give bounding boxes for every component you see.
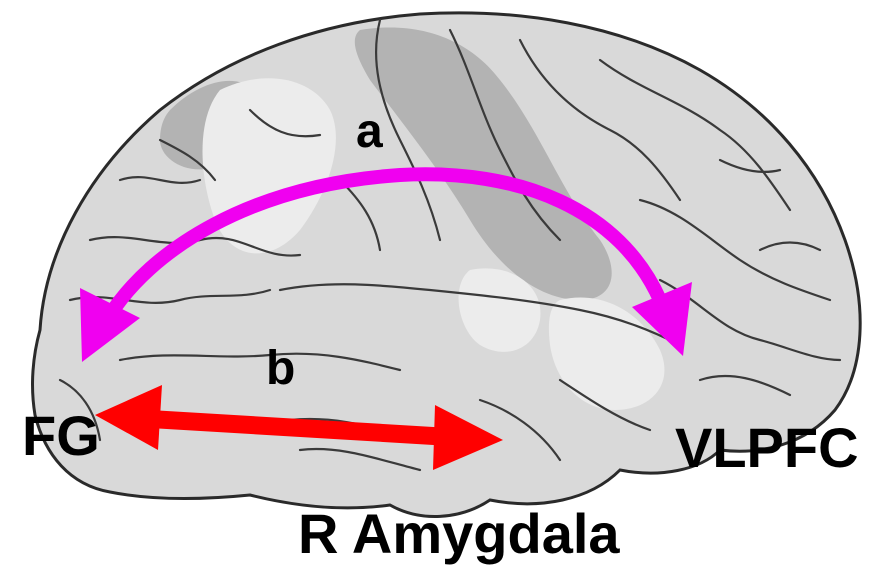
fg-label: FG bbox=[22, 408, 100, 464]
arrow-b-label: b bbox=[266, 345, 295, 393]
arrow-a-label: a bbox=[356, 108, 383, 156]
r-amygdala-label: R Amygdala bbox=[298, 506, 620, 562]
vlpfc-label: VLPFC bbox=[675, 420, 859, 476]
